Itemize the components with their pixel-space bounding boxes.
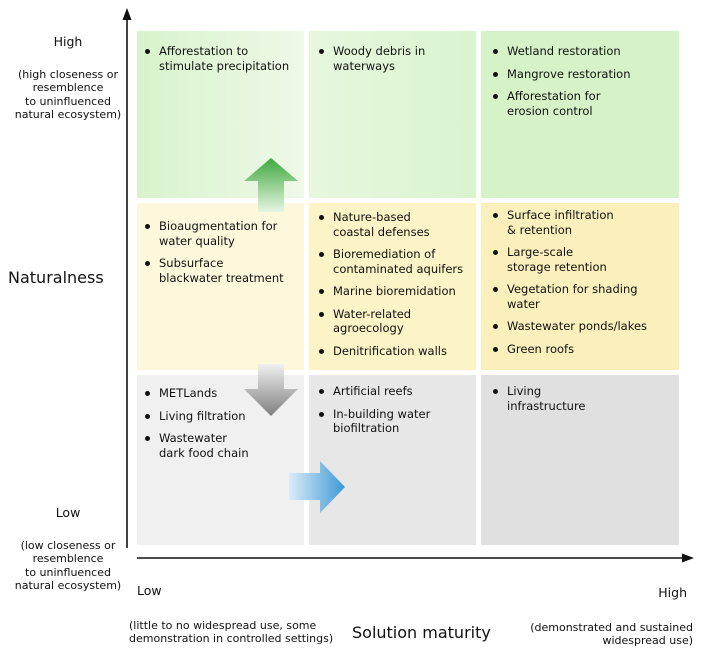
y-axis-high-note: (high closeness or resemblence to uninfl… [14, 67, 122, 122]
list-item: Afforestation for erosion control [492, 89, 672, 118]
list-item: METLands [144, 386, 302, 401]
cell-high-nat-mid-mat [309, 31, 476, 198]
cell-low-nat-mid-mat [309, 375, 476, 545]
cell-content-mid-low: Bioaugmentation for water quality Subsur… [144, 219, 302, 293]
arrow-down-icon [244, 364, 298, 416]
cell-mid-nat-high-mat [481, 203, 679, 370]
cell-content-high-low: Afforestation to stimulate precipitation [144, 44, 302, 81]
cell-content-mid-high: Surface infiltration & retention Large-s… [492, 208, 672, 364]
x-axis-arrowhead [682, 553, 694, 563]
arrow-right-icon [289, 461, 345, 513]
list-item: Nature-based coastal defenses [318, 210, 476, 239]
y-axis-low-note: (low closeness or resemblence to uninflu… [14, 538, 122, 593]
cell-content-low-mid: Artificial reefs In-building water biofi… [318, 384, 476, 444]
list-item: Afforestation to stimulate precipitation [144, 44, 302, 73]
y-axis-title: Naturalness [8, 268, 104, 287]
x-axis-low-label: Low (little to no widespread use, some d… [129, 570, 369, 646]
y-axis-low: Low [55, 504, 81, 520]
list-item: Marine bioremidation [318, 284, 476, 299]
x-axis-low: Low [137, 582, 162, 598]
list-item: Living filtration [144, 409, 302, 424]
cell-mid-nat-mid-mat [309, 203, 476, 370]
cell-content-high-mid: Woody debris in waterways [318, 44, 473, 81]
list-item: Woody debris in waterways [318, 44, 473, 73]
cell-content-low-high: Living infrastructure [492, 384, 672, 421]
x-axis-high-label: High (demonstrated and sustained widespr… [500, 572, 693, 648]
y-axis-arrowhead [122, 8, 132, 20]
list-item: Wastewater ponds/lakes [492, 319, 672, 334]
list-item: Vegetation for shading water [492, 282, 672, 311]
list-item: Large-scale storage retention [492, 245, 672, 274]
list-item: Surface infiltration & retention [492, 208, 672, 237]
cell-high-nat-high-mat [481, 31, 679, 198]
y-axis-low-label: Low (low closeness or resemblence to uni… [10, 492, 126, 593]
list-item: Green roofs [492, 342, 672, 357]
list-item: Wetland restoration [492, 44, 672, 59]
list-item: Water-related agroecology [318, 307, 476, 336]
list-item: Bioremediation of contaminated aquifers [318, 247, 476, 276]
list-item: Mangrove restoration [492, 67, 672, 82]
list-item: Wastewater dark food chain [144, 431, 302, 460]
cell-low-nat-high-mat [481, 375, 679, 545]
x-axis-high-note: (demonstrated and sustained widespread u… [530, 620, 693, 648]
list-item: Denitrification walls [318, 344, 476, 359]
list-item: Artificial reefs [318, 384, 476, 399]
y-axis-high: High [53, 33, 83, 49]
cell-content-high-high: Wetland restoration Mangrove restoration… [492, 44, 672, 126]
x-axis-high: High [658, 584, 687, 600]
list-item: In-building water biofiltration [318, 407, 476, 436]
x-axis-low-note: (little to no widespread use, some demon… [129, 618, 334, 646]
y-axis-high-label: High (high closeness or resemblence to u… [10, 21, 126, 122]
cell-content-low-low: METLands Living filtration Wastewater da… [144, 386, 302, 468]
cell-mid-nat-low-mat [137, 203, 304, 370]
list-item: Bioaugmentation for water quality [144, 219, 302, 248]
cell-content-mid-mid: Nature-based coastal defenses Bioremedia… [318, 210, 476, 366]
x-axis-title: Solution maturity [352, 623, 491, 642]
list-item: Subsurface blackwater treatment [144, 256, 302, 285]
list-item: Living infrastructure [492, 384, 672, 413]
arrow-up-icon [244, 158, 298, 212]
